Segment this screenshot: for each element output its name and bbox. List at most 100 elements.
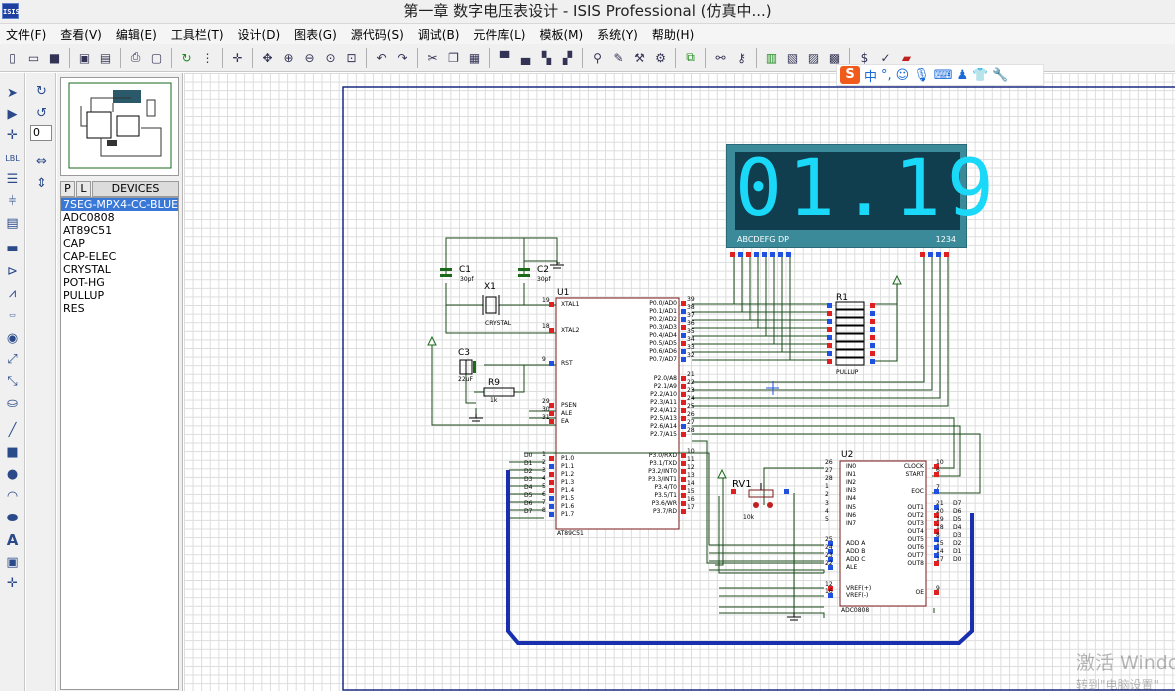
- zoom-out-icon[interactable]: ⊖: [304, 50, 315, 65]
- junction-dot-icon[interactable]: ✛: [7, 127, 18, 143]
- pick-device-icon[interactable]: ⚲: [593, 50, 602, 65]
- menu-edit[interactable]: 编辑(E): [115, 27, 157, 42]
- punctuation-icon[interactable]: °,: [881, 67, 892, 83]
- device-item[interactable]: CAP: [63, 237, 85, 250]
- rotation-angle-input[interactable]: 0: [30, 125, 52, 141]
- zoom-in-icon[interactable]: ⊕: [283, 50, 294, 65]
- ime-logo-icon[interactable]: S: [840, 66, 860, 84]
- device-item[interactable]: 7SEG-MPX4-CC-BLUE: [61, 198, 178, 211]
- block-delete-icon[interactable]: ▞: [562, 50, 573, 65]
- seven-segment-display[interactable]: 01.19 ABCDEFG DP 1234: [726, 144, 994, 248]
- menu-debug[interactable]: 调试(B): [417, 27, 460, 42]
- symbol-tool-icon[interactable]: ▣: [6, 554, 19, 570]
- menu-library[interactable]: 元件库(L): [473, 27, 526, 42]
- device-pins-icon[interactable]: ⊳: [7, 263, 18, 279]
- subcircuit-icon[interactable]: ▤: [6, 215, 19, 231]
- block-rotate-icon[interactable]: ▚: [541, 50, 552, 65]
- component-mode-icon[interactable]: ▶: [7, 106, 18, 122]
- schematic-canvas[interactable]: 01.19 ABCDEFG DP 1234 C1 30pf C2 30pf X1…: [184, 73, 1175, 691]
- paste-icon[interactable]: ▦: [468, 50, 481, 65]
- wire-label-icon[interactable]: LBL: [5, 153, 20, 163]
- bill-of-materials-icon[interactable]: $: [860, 50, 869, 65]
- mirror-vertical-icon[interactable]: ⇕: [36, 175, 47, 191]
- zoom-all-icon[interactable]: ⊙: [325, 50, 336, 65]
- overview-window[interactable]: [60, 77, 179, 176]
- bus-mode-icon[interactable]: ⫩: [8, 193, 17, 209]
- menu-tools[interactable]: 工具栏(T): [170, 27, 224, 42]
- microphone-icon[interactable]: 🎙: [913, 67, 930, 83]
- device-item[interactable]: PULLUP: [63, 289, 105, 302]
- voltage-probe-icon[interactable]: ⤢: [7, 351, 18, 367]
- ares-icon[interactable]: ▰: [901, 50, 912, 65]
- block-move-icon[interactable]: ▄: [520, 50, 531, 65]
- device-item[interactable]: CAP-ELEC: [63, 250, 117, 263]
- current-probe-icon[interactable]: ⤡: [7, 373, 18, 389]
- keyboard-icon[interactable]: ⌨: [933, 67, 953, 83]
- app-icon[interactable]: ISIS: [2, 3, 20, 19]
- menu-view[interactable]: 查看(V): [60, 27, 102, 42]
- ime-mode-label[interactable]: 中: [864, 69, 878, 85]
- electrical-check-icon[interactable]: ✓: [880, 50, 891, 65]
- menu-graph[interactable]: 图表(G): [294, 27, 337, 42]
- device-item[interactable]: CRYSTAL: [63, 263, 111, 276]
- undo-icon[interactable]: ↶: [376, 50, 387, 65]
- export-icon[interactable]: ▤: [99, 50, 112, 65]
- generator-icon[interactable]: ◉: [6, 330, 19, 346]
- block-copy-icon[interactable]: ▀: [499, 50, 510, 65]
- open-file-icon[interactable]: ▭: [27, 50, 40, 65]
- virtual-instruments-icon[interactable]: ⛀: [7, 395, 18, 411]
- search-icon[interactable]: ⚯: [715, 50, 726, 65]
- skin-icon[interactable]: 👕: [972, 67, 989, 83]
- property-tool-icon[interactable]: ⚷: [737, 50, 746, 65]
- menu-system[interactable]: 系统(Y): [597, 27, 638, 42]
- pan-icon[interactable]: ✥: [262, 50, 273, 65]
- packaging-icon[interactable]: ⚙: [655, 50, 666, 65]
- remove-sheet-icon[interactable]: ▧: [786, 50, 799, 65]
- zoom-area-icon[interactable]: ⊡: [346, 50, 357, 65]
- arc-tool-icon[interactable]: ◠: [6, 488, 19, 504]
- device-item[interactable]: AT89C51: [63, 224, 113, 237]
- wire-autorouter-icon[interactable]: ⧉: [686, 50, 695, 64]
- wrench-icon[interactable]: 🔧: [992, 67, 1009, 83]
- goto-sheet-icon[interactable]: ▨: [807, 50, 820, 65]
- cut-icon[interactable]: ✂: [427, 50, 438, 65]
- device-item[interactable]: POT-HG: [63, 276, 105, 289]
- device-item[interactable]: RES: [63, 302, 85, 315]
- mirror-horizontal-icon[interactable]: ⇔: [36, 153, 47, 169]
- user-icon[interactable]: ♟: [956, 67, 969, 83]
- device-item[interactable]: ADC0808: [63, 211, 115, 224]
- device-list[interactable]: 7SEG-MPX4-CC-BLUE ADC0808 AT89C51 CAP CA…: [60, 197, 179, 690]
- selection-mode-icon[interactable]: ➤: [7, 85, 18, 101]
- rotate-cw-icon[interactable]: ↻: [36, 83, 47, 99]
- make-device-icon[interactable]: ✎: [613, 50, 624, 65]
- exit-sheet-icon[interactable]: ▩: [828, 50, 841, 65]
- print-icon[interactable]: ⎙: [130, 50, 141, 64]
- grid-icon[interactable]: ⋮: [201, 50, 214, 65]
- line-tool-icon[interactable]: ╱: [8, 422, 17, 438]
- import-icon[interactable]: ▣: [78, 50, 91, 65]
- copy-icon[interactable]: ❐: [448, 50, 459, 65]
- menu-source[interactable]: 源代码(S): [350, 27, 404, 42]
- menu-template[interactable]: 模板(M): [539, 27, 584, 42]
- marker-tool-icon[interactable]: ✛: [7, 575, 18, 591]
- new-file-icon[interactable]: ▯: [9, 50, 16, 65]
- redo-icon[interactable]: ↷: [397, 50, 408, 65]
- print-area-icon[interactable]: ▢: [150, 50, 163, 65]
- library-manager-button[interactable]: L: [76, 181, 91, 197]
- decompose-icon[interactable]: ⚒: [634, 50, 645, 65]
- menu-file[interactable]: 文件(F): [6, 27, 47, 42]
- origin-icon[interactable]: ✛: [232, 50, 243, 65]
- menu-design[interactable]: 设计(D): [237, 27, 281, 42]
- tape-recorder-icon[interactable]: ▭: [9, 311, 16, 319]
- refresh-icon[interactable]: ↻: [181, 50, 192, 65]
- ime-toolbar[interactable]: S 中 °, ☺ 🎙 ⌨ ♟ 👕 🔧: [836, 64, 1044, 86]
- circle-tool-icon[interactable]: ●: [6, 466, 19, 482]
- terminals-icon[interactable]: ▬: [6, 240, 19, 256]
- graph-mode-icon[interactable]: ⩘: [8, 285, 17, 301]
- emoji-icon[interactable]: ☺: [895, 67, 910, 83]
- menu-help[interactable]: 帮助(H): [651, 27, 695, 42]
- text-script-icon[interactable]: ☰: [6, 171, 19, 187]
- new-sheet-icon[interactable]: ▥: [765, 50, 778, 65]
- rotate-ccw-icon[interactable]: ↺: [36, 105, 47, 121]
- text-tool-icon[interactable]: A: [6, 531, 19, 549]
